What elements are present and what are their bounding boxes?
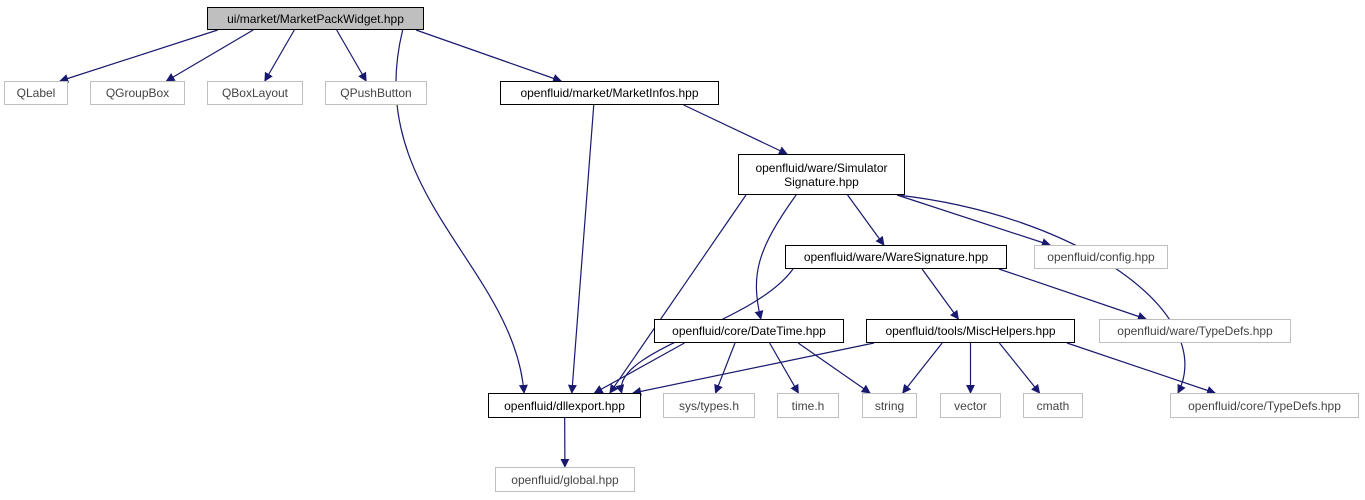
node-label: openfluid/config.hpp: [1047, 250, 1155, 264]
edge-market-pack-widget-to-qpushbutton: [336, 29, 367, 82]
node-label: time.h: [791, 398, 825, 413]
node-label: openfluid/dllexport.hpp: [504, 398, 625, 413]
node-market-infos[interactable]: openfluid/market/MarketInfos.hpp: [500, 81, 719, 105]
node-label: string: [874, 398, 905, 413]
node-vector[interactable]: vector: [940, 393, 1001, 418]
node-label: openfluid/market/MarketInfos.hpp: [520, 86, 699, 100]
node-global[interactable]: openfluid/global.hpp: [495, 467, 635, 492]
node-label: openfluid/ware/WareSignature.hpp: [803, 250, 989, 264]
node-date-time[interactable]: openfluid/core/DateTime.hpp: [654, 319, 844, 343]
node-label: openfluid/core/DateTime.hpp: [672, 324, 826, 338]
edge-market-pack-widget-to-market-infos: [415, 29, 562, 83]
node-ware-signature[interactable]: openfluid/ware/WareSignature.hpp: [785, 245, 1007, 269]
edge-date-time-to-dllexport: [593, 342, 685, 394]
node-label-line-2: Signature.hpp: [784, 174, 859, 189]
node-ware-typedefs[interactable]: openfluid/ware/TypeDefs.hpp: [1099, 319, 1291, 343]
edge-market-infos-to-simulator-signature: [683, 104, 788, 155]
edge-simulator-signature-to-date-time: [754, 194, 797, 320]
edge-market-pack-widget-to-qlabel: [59, 29, 218, 83]
node-label: openfluid/global.hpp: [511, 472, 619, 487]
edge-market-pack-widget-to-qboxlayout: [264, 29, 295, 82]
edge-simulator-signature-to-core-typedefs: [896, 194, 1186, 394]
edge-date-time-to-time-h: [769, 342, 799, 394]
node-label: ui/market/MarketPackWidget.hpp: [227, 11, 404, 26]
edge-simulator-signature-to-ware-signature: [847, 194, 885, 246]
edge-ware-signature-to-ware-typedefs: [998, 268, 1147, 321]
edge-ware-signature-to-misc-helpers: [921, 268, 959, 320]
node-qpushbutton[interactable]: QPushButton: [325, 81, 427, 105]
node-label: openfluid/core/TypeDefs.hpp: [1188, 398, 1341, 413]
node-label: sys/types.h: [678, 398, 740, 413]
node-simulator-signature[interactable]: openfluid/ware/Simulator Signature.hpp: [738, 154, 905, 195]
edge-market-pack-widget-to-qgroupbox: [165, 29, 254, 82]
edge-misc-helpers-to-dllexport: [632, 342, 875, 396]
node-time-h[interactable]: time.h: [777, 393, 839, 418]
node-market-pack-widget[interactable]: ui/market/MarketPackWidget.hpp: [207, 7, 424, 30]
node-label: openfluid/tools/MiscHelpers.hpp: [885, 324, 1056, 338]
node-core-typedefs[interactable]: openfluid/core/TypeDefs.hpp: [1170, 393, 1359, 418]
node-label: QBoxLayout: [221, 86, 289, 100]
edge-misc-helpers-to-string: [902, 342, 943, 394]
edge-misc-helpers-to-core-typedefs: [1066, 342, 1216, 395]
edge-date-time-to-sys-types: [714, 342, 736, 394]
edge-misc-helpers-to-cmath: [998, 342, 1041, 394]
node-label: QLabel: [16, 86, 56, 100]
node-sys-types[interactable]: sys/types.h: [663, 393, 755, 418]
node-qboxlayout[interactable]: QBoxLayout: [207, 81, 303, 105]
node-label: QPushButton: [340, 86, 412, 100]
edge-date-time-to-string: [797, 342, 871, 394]
edge-simulator-signature-to-dllexport: [609, 194, 747, 394]
node-label: QGroupBox: [105, 86, 170, 100]
edge-simulator-signature-to-config: [896, 194, 1051, 247]
node-cmath[interactable]: cmath: [1023, 393, 1083, 418]
edge-market-infos-to-dllexport: [567, 104, 595, 394]
node-qlabel[interactable]: QLabel: [4, 81, 68, 105]
node-misc-helpers[interactable]: openfluid/tools/MiscHelpers.hpp: [866, 319, 1075, 343]
node-string[interactable]: string: [862, 393, 917, 418]
node-dllexport[interactable]: openfluid/dllexport.hpp: [488, 393, 641, 418]
node-label: vector: [954, 398, 987, 413]
node-label-line-1: openfluid/ware/Simulator: [755, 160, 888, 175]
node-qgroupbox[interactable]: QGroupBox: [90, 81, 185, 105]
node-label: openfluid/ware/TypeDefs.hpp: [1117, 324, 1273, 338]
node-label: cmath: [1036, 398, 1070, 413]
node-config[interactable]: openfluid/config.hpp: [1034, 245, 1168, 269]
